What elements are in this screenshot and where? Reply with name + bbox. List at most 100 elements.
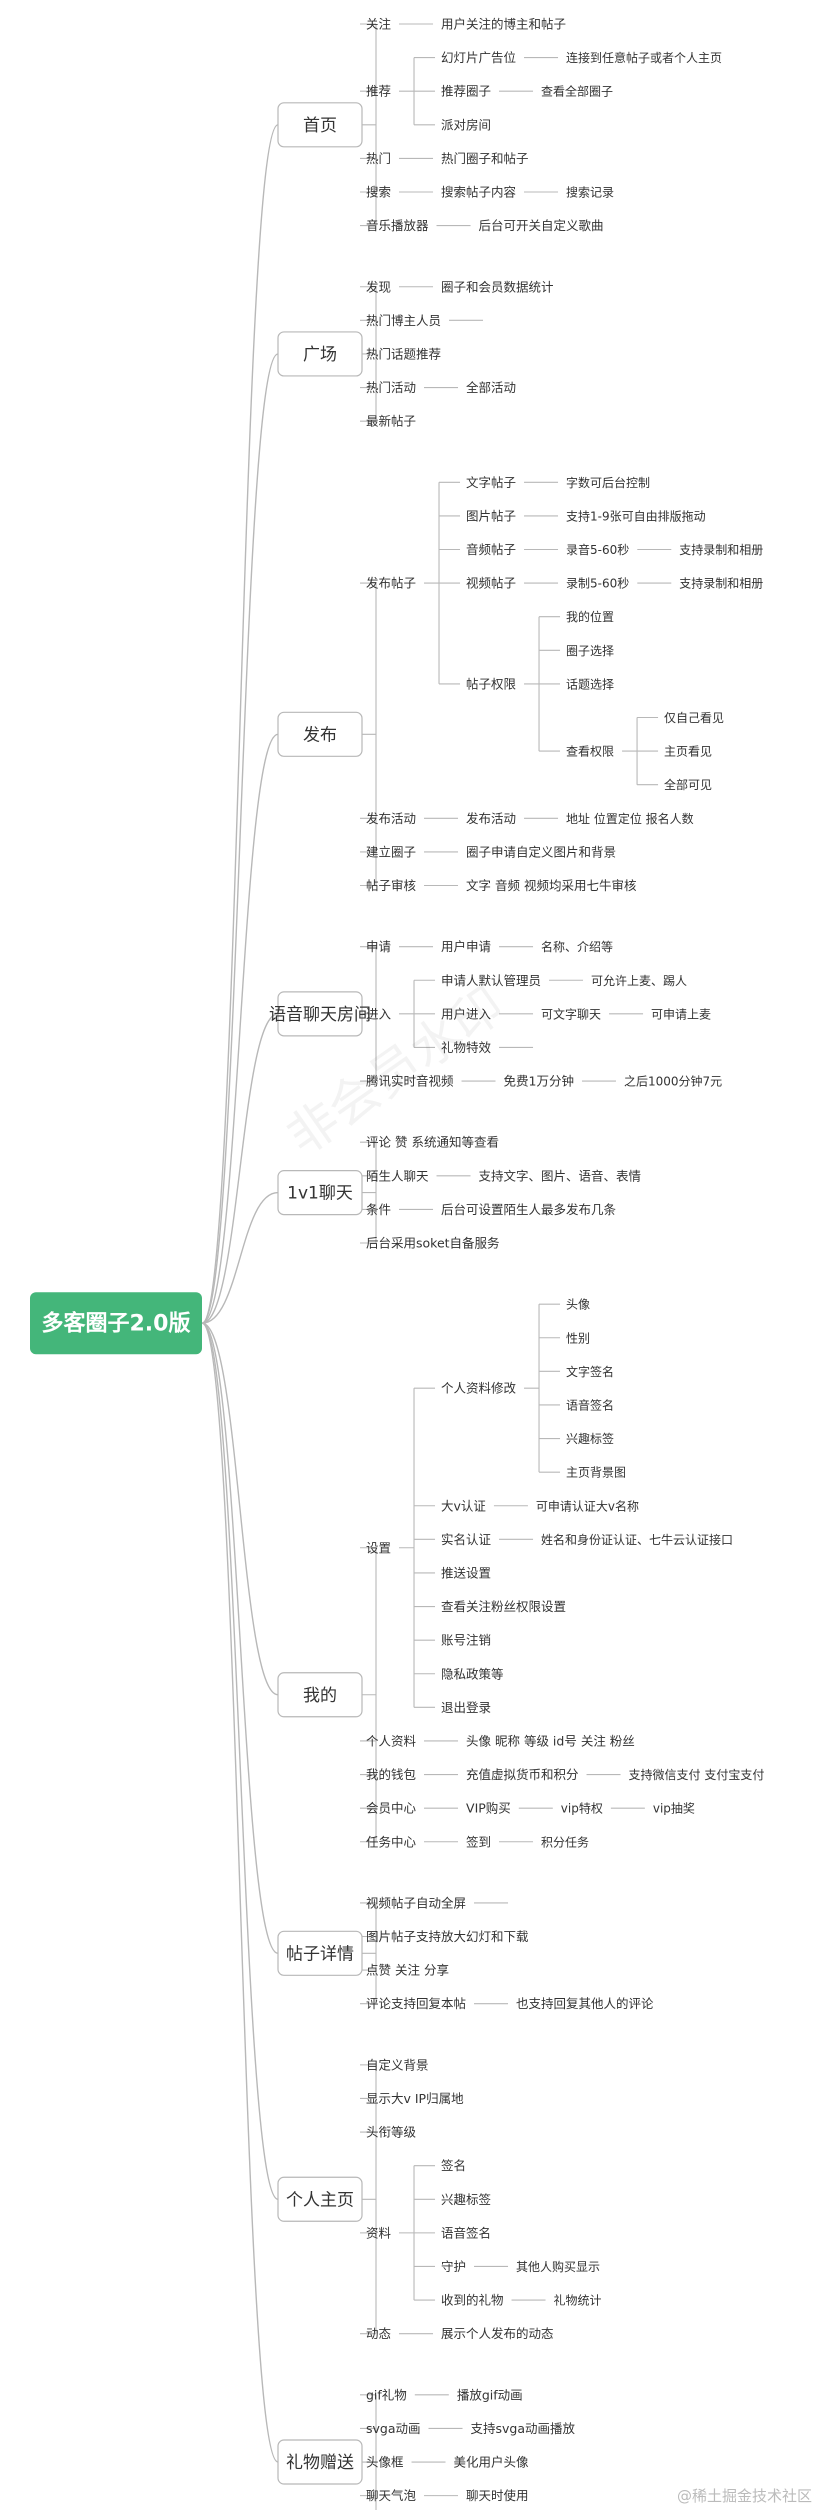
branch-topic-box [277, 2176, 363, 2222]
connector-edge [201, 1013, 279, 1324]
branch-topic-box [277, 1930, 363, 1976]
topic-79: 实名认证 [441, 1532, 492, 1547]
branch-topic-box [277, 711, 363, 757]
topic-123: 聊天气泡 [366, 2488, 417, 2503]
topic-13: 音乐播放器 [366, 218, 429, 233]
connector-bracket [622, 716, 659, 786]
topic-109: 兴趣标签 [441, 2192, 492, 2207]
branch-topic-box [277, 102, 363, 148]
topic-111: 守护 [441, 2259, 466, 2274]
connector-bracket [399, 57, 436, 126]
topic-51: 名称、介绍等 [541, 939, 613, 954]
branch-topic-box [277, 1170, 363, 1216]
topic-62: 之后1000分钟7元 [624, 1074, 722, 1089]
topic-94: vip抽奖 [653, 1802, 695, 1816]
topic-30: 支持录制和相册 [679, 542, 763, 557]
topic-68: 后台采用soket自备服务 [366, 1236, 500, 1251]
branch-topic-label: 发布 [303, 725, 337, 745]
topic-50: 用户申请 [441, 939, 491, 954]
topic-98: 视频帖子自动全屏 [366, 1895, 466, 1910]
topic-56: 可文字聊天 [541, 1006, 601, 1021]
topic-52: 进入 [366, 1006, 392, 1021]
branch-topic-label: 首页 [303, 116, 337, 136]
topic-40: 主页看见 [664, 745, 712, 759]
topic-101: 点赞 关注 分享 [366, 1963, 449, 1978]
topic-9: 热门圈子和帖子 [441, 151, 529, 166]
topic-83: 账号注销 [441, 1633, 491, 1648]
topic-0: 关注 [366, 17, 392, 32]
topic-95: 任务中心 [366, 1834, 417, 1849]
topic-33: 支持录制和相册 [679, 576, 763, 591]
branch-topic-box [277, 331, 363, 377]
branch-topic-box [277, 2439, 363, 2485]
topic-72: 性别 [566, 1331, 590, 1345]
topic-103: 也支持回复其他人的评论 [516, 1996, 654, 2011]
topic-36: 圈子选择 [566, 644, 614, 658]
topic-44: 地址 位置定位 报名人数 [566, 811, 694, 826]
topic-2: 推荐 [366, 84, 391, 99]
connector-bracket [360, 582, 377, 887]
topic-85: 退出登录 [441, 1700, 491, 1715]
topic-14: 后台可开关自定义歌曲 [479, 218, 604, 233]
topic-121: 头像框 [366, 2455, 404, 2470]
topic-29: 录音5-60秒 [566, 542, 629, 557]
connector-bracket [360, 1902, 377, 2005]
topic-42: 发布活动 [366, 811, 416, 826]
topic-73: 文字签名 [566, 1364, 614, 1379]
connector-bracket [424, 481, 461, 685]
topic-91: 会员中心 [366, 1801, 417, 1816]
topic-46: 圈子申请自定义图片和背景 [466, 844, 616, 859]
topic-16: 圈子和会员数据统计 [441, 279, 554, 294]
topic-19: 热门话题推荐 [366, 346, 441, 361]
connector-edge [201, 353, 279, 1324]
mind-map-nodes: 多客圈子2.0版首页关注用户关注的博主和帖子推荐幻灯片广告位连接到任意帖子或者个… [30, 17, 764, 2503]
topic-93: vip特权 [561, 1801, 603, 1816]
topic-60: 腾讯实时音视频 [366, 1074, 454, 1089]
topic-108: 签名 [441, 2158, 466, 2173]
topic-54: 可允许上麦、踢人 [591, 973, 687, 988]
topic-118: 播放gif动画 [457, 2387, 523, 2402]
topic-23: 发布帖子 [366, 576, 416, 591]
topic-35: 我的位置 [566, 609, 614, 624]
topic-11: 搜索帖子内容 [441, 185, 516, 200]
topic-49: 申请 [366, 939, 391, 954]
footer-credit: @稀土掘金技术社区 [676, 2487, 812, 2505]
topic-55: 用户进入 [441, 1006, 492, 1021]
topic-97: 积分任务 [541, 1834, 589, 1849]
root-topic-box [30, 1292, 202, 1355]
connector-edge [201, 1191, 279, 1324]
topic-78: 可申请认证大v名称 [536, 1498, 639, 1513]
topic-4: 连接到任意帖子或者个人主页 [566, 50, 722, 65]
topic-48: 文字 音频 视频均采用七牛审核 [466, 878, 637, 893]
connector-edge [201, 1322, 279, 1696]
topic-96: 签到 [466, 1834, 491, 1849]
topic-22: 最新帖子 [366, 414, 416, 429]
topic-113: 收到的礼物 [441, 2293, 504, 2308]
topic-114: 礼物统计 [554, 2293, 602, 2308]
topic-119: svga动画 [366, 2421, 421, 2436]
topic-20: 热门活动 [366, 380, 416, 395]
topic-87: 头像 昵称 等级 id号 关注 粉丝 [466, 1733, 635, 1748]
topic-102: 评论支持回复本帖 [366, 1996, 466, 2011]
branch-topic-box [277, 1672, 363, 1718]
topic-37: 话题选择 [566, 677, 614, 691]
connector-edge [201, 1322, 279, 1955]
connector-edge [201, 124, 279, 1324]
topic-100: 图片帖子支持放大幻灯和下载 [366, 1929, 529, 1944]
connector-bracket [524, 616, 561, 752]
topic-27: 支持1-9张可自由排版拖动 [566, 508, 706, 523]
connector-bracket [360, 2064, 377, 2335]
topic-38: 查看权限 [566, 745, 614, 759]
branch-topic-label: 语音聊天房间 [269, 1005, 371, 1025]
topic-104: 自定义背景 [366, 2057, 429, 2072]
topic-70: 个人资料修改 [441, 1381, 517, 1396]
connector-bracket [360, 2394, 377, 2510]
topic-81: 推送设置 [441, 1565, 491, 1580]
branch-topic-label: 个人主页 [286, 2190, 354, 2210]
mind-map-edges [201, 23, 672, 2510]
topic-122: 美化用户头像 [454, 2455, 530, 2470]
connector-bracket [399, 2165, 436, 2301]
topic-84: 隐私政策等 [441, 1666, 504, 1681]
topic-8: 热门 [366, 151, 391, 166]
